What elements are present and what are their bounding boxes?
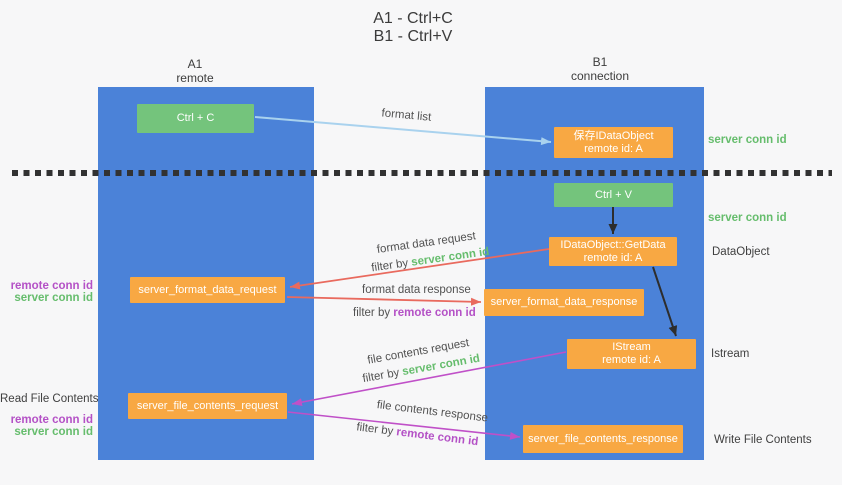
annotation-remote-conn-id-top: remote conn id [0,280,93,292]
annotation-server-conn-id-left-top: server conn id [0,292,93,304]
lane-a1-role: remote [176,71,214,85]
title-line-1: A1 - Ctrl+C [373,10,453,27]
annotation-text: remote conn id [10,414,93,426]
annotation-text: Write File Contents [714,434,812,446]
edge-label-filter-remote-1: filter by remote conn id [340,295,476,331]
dotted-divider [12,170,832,176]
edge-label-format-data-response: format data response [349,272,471,308]
save-idataobject-line1: 保存IDataObject [573,129,654,142]
node-server-format-data-response: server_format_data_response [484,289,644,316]
lane-header-b1: B1 connection [540,55,660,83]
annotation-server-conn-id-mid: server conn id [708,212,787,224]
file-request-label: server_file_contents_request [136,399,279,412]
getdata-line1: IDataObject::GetData [560,238,666,251]
server-conn-id-keyword: server conn id [401,352,481,379]
annotation-text: server conn id [14,292,93,304]
istream-line2: remote id: A [602,354,661,366]
lane-header-a1: A1 remote [135,57,255,85]
annotation-text: Read File Contents [0,393,99,405]
annotation-text: server conn id [708,212,787,224]
node-save-idataobject: 保存IDataObject remote id: A [554,127,673,158]
getdata-line2: remote id: A [583,251,643,264]
annotation-text: server conn id [708,134,787,146]
edge-label-format-list: format list [367,94,433,135]
remote-conn-id-keyword: remote conn id [395,426,479,449]
node-idataobject-getdata: IDataObject::GetData remote id: A [549,237,677,266]
node-ctrl-c: Ctrl + C [137,104,254,133]
annotation-server-conn-id-top: server conn id [708,134,787,146]
istream-line1: IStream [612,341,651,353]
annotation-text: remote conn id [10,280,93,292]
filter-by-text: filter by [355,421,398,439]
save-idataobject-line2: remote id: A [584,142,643,155]
node-server-file-contents-request: server_file_contents_request [128,393,287,419]
annotation-remote-conn-id-bottom: remote conn id [0,414,93,426]
annotation-dataobject: DataObject [712,246,770,258]
format-data-response-text: format data response [362,284,471,296]
file-response-label: server_file_contents_response [528,432,678,445]
node-server-format-data-request: server_format_data_request [130,277,285,303]
node-ctrl-v-label: Ctrl + V [595,188,632,201]
diagram-title: A1 - Ctrl+C B1 - Ctrl+V [0,10,826,46]
annotation-text: server conn id [14,426,93,438]
node-ctrl-c-label: Ctrl + C [176,112,215,124]
annotation-text: DataObject [712,246,770,258]
format-list-text: format list [381,107,432,124]
node-istream: IStream remote id: A [567,339,696,369]
annotation-text: Istream [711,348,750,360]
lane-b1-role: connection [570,69,630,83]
remote-conn-id-keyword: remote conn id [393,307,476,319]
node-server-file-contents-response: server_file_contents_response [523,425,683,453]
lane-a1-name: A1 [187,57,203,71]
annotation-write-file-contents: Write File Contents [714,434,812,446]
node-ctrl-v: Ctrl + V [554,183,673,207]
filter-by-text: filter by [361,366,404,386]
filter-by-text: filter by [353,307,394,319]
lane-b1-name: B1 [592,55,608,69]
title-line-2: B1 - Ctrl+V [373,28,453,45]
annotation-istream: Istream [711,348,749,360]
format-response-label: server_format_data_response [490,296,638,308]
format-request-label: server_format_data_request [138,283,277,296]
server-conn-id-keyword: server conn id [410,245,491,269]
annotation-read-file-contents: Read File Contents [0,393,98,405]
annotation-server-conn-id-left-bottom: server conn id [0,426,93,438]
